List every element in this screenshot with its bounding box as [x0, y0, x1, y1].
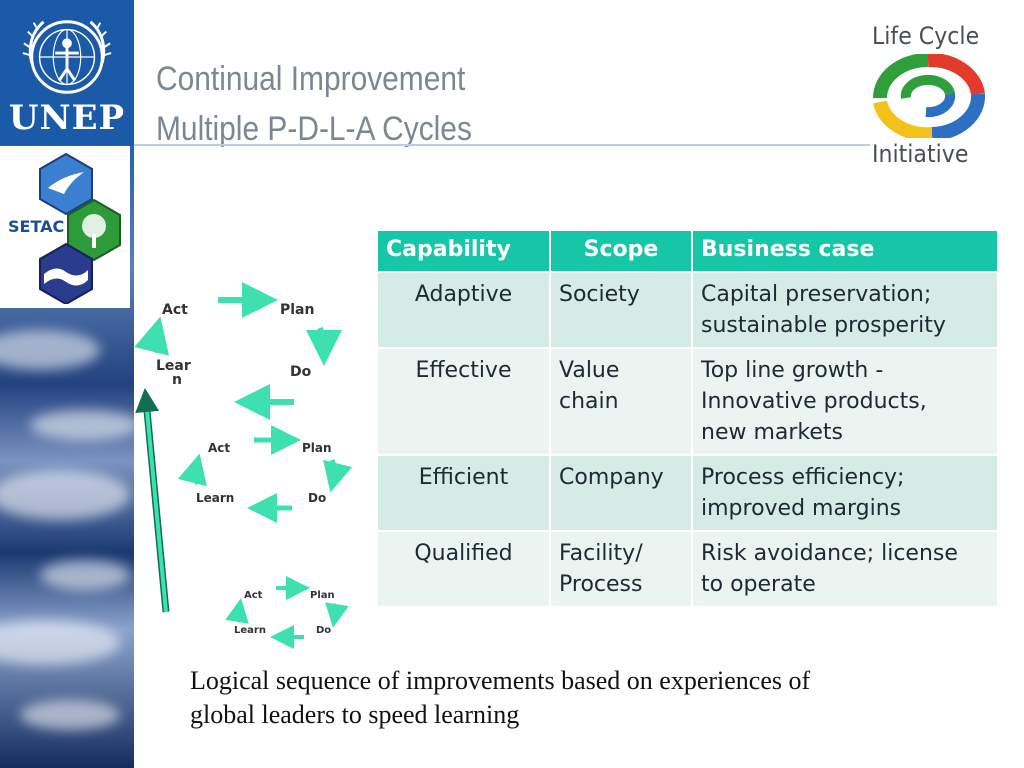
cycle1-plan-label: Plan [280, 302, 314, 318]
title-line-1: Continual Improvement [156, 60, 466, 98]
cycle3-act-label: Act [244, 590, 263, 601]
unep-wordmark: UNEP [8, 98, 126, 138]
cell-line: Innovative products, [701, 389, 927, 414]
caption-text: Logical sequence of improvements based o… [190, 664, 910, 732]
life-cycle-initiative-logo: Life Cycle Initiative [866, 22, 996, 172]
cell-business-case: Risk avoidance; license to operate [691, 530, 999, 608]
header-business-case: Business case [691, 229, 999, 273]
unep-emblem-icon [22, 20, 112, 94]
title-divider [134, 144, 870, 146]
cycle3-arrow-learn-act [225, 598, 249, 624]
cell-line: Risk avoidance; license [701, 541, 958, 566]
cell-scope: Value chain [549, 347, 693, 456]
cell-scope: Company [549, 454, 693, 532]
cell-line: Top line growth - [701, 358, 884, 383]
cycle2-do-label: Do [308, 491, 326, 505]
setac-hexagons-icon: SETAC [8, 152, 121, 304]
setac-logo: SETAC [0, 146, 130, 308]
table-row: Effective Value chain Top line growth - … [376, 347, 999, 456]
cycle2-arrow-plan-do [323, 459, 353, 493]
unep-logo: UNEP [0, 0, 134, 145]
caption-line-1: Logical sequence of improvements based o… [190, 666, 811, 695]
cell-line: Process [559, 572, 643, 597]
cell-line: Process efficiency; [701, 465, 905, 490]
table-row: Adaptive Society Capital preservation; s… [376, 271, 999, 349]
cell-business-case: Capital preservation; sustainable prospe… [691, 271, 999, 349]
cycle1-do-label: Do [290, 364, 312, 380]
cycle-large: Act Plan Do Lear n [134, 282, 342, 420]
pdla-cycles-diagram: Act Plan Do Lear n Act Plan Do Learn Act… [134, 282, 353, 649]
cell-capability: Effective [376, 347, 551, 456]
sidebar-panel: UNEP SETAC [0, 0, 134, 768]
cycle1-learn-label-1: Lear [156, 358, 191, 374]
cell-capability: Qualified [376, 530, 551, 608]
title-line-2: Multiple P-D-L-A Cycles [156, 110, 472, 148]
lci-text-bottom: Initiative [872, 140, 969, 168]
lci-ring-icon [873, 54, 986, 138]
setac-text: SETAC [8, 217, 64, 236]
table-header-row: Capability Scope Business case [376, 229, 999, 273]
caption-line-2: global leaders to speed learning [190, 700, 520, 729]
cycle1-arrow-learn-act [134, 316, 170, 356]
cycle3-plan-label: Plan [310, 590, 335, 601]
cycle1-arrow-plan-do [305, 327, 342, 366]
table-row: Efficient Company Process efficiency; im… [376, 454, 999, 532]
cycle2-act-label: Act [208, 441, 230, 455]
cell-line: new markets [701, 420, 844, 445]
progress-arrow-icon [135, 388, 168, 613]
cell-scope: Facility/ Process [549, 530, 693, 608]
cycle3-learn-label: Learn [234, 625, 266, 636]
cell-business-case: Process efficiency; improved margins [691, 454, 999, 532]
cycle1-act-label: Act [162, 302, 188, 318]
cell-scope: Society [549, 271, 693, 349]
cycle2-learn-label: Learn [196, 491, 234, 505]
cell-line: improved margins [701, 496, 902, 521]
cell-line: Capital preservation; [701, 282, 932, 307]
cell-line: chain [559, 389, 619, 414]
cycle3-do-label: Do [316, 625, 331, 636]
header-capability: Capability [376, 229, 551, 273]
cell-line: Facility/ [559, 541, 643, 566]
cycle2-arrow-learn-act [177, 453, 207, 487]
cell-capability: Adaptive [376, 271, 551, 349]
cycle-small: Act Plan Do Learn [225, 576, 349, 649]
header-scope: Scope [549, 229, 693, 273]
cell-capability: Efficient [376, 454, 551, 532]
lci-text-top: Life Cycle [872, 22, 980, 50]
cell-line: sustainable prosperity [701, 313, 946, 338]
capability-table: Capability Scope Business case Adaptive … [376, 229, 999, 608]
cycle1-learn-label-2: n [172, 372, 182, 388]
page-title: Continual Improvement Multiple P-D-L-A C… [156, 54, 472, 154]
table-row: Qualified Facility/ Process Risk avoidan… [376, 530, 999, 608]
cycle2-plan-label: Plan [302, 441, 332, 455]
cycle3-arrow-plan-do [325, 602, 349, 628]
cell-line: to operate [701, 572, 816, 597]
cell-business-case: Top line growth - Innovative products, n… [691, 347, 999, 456]
cell-line: Value [559, 358, 620, 383]
cycle-medium: Act Plan Do Learn [177, 425, 353, 523]
